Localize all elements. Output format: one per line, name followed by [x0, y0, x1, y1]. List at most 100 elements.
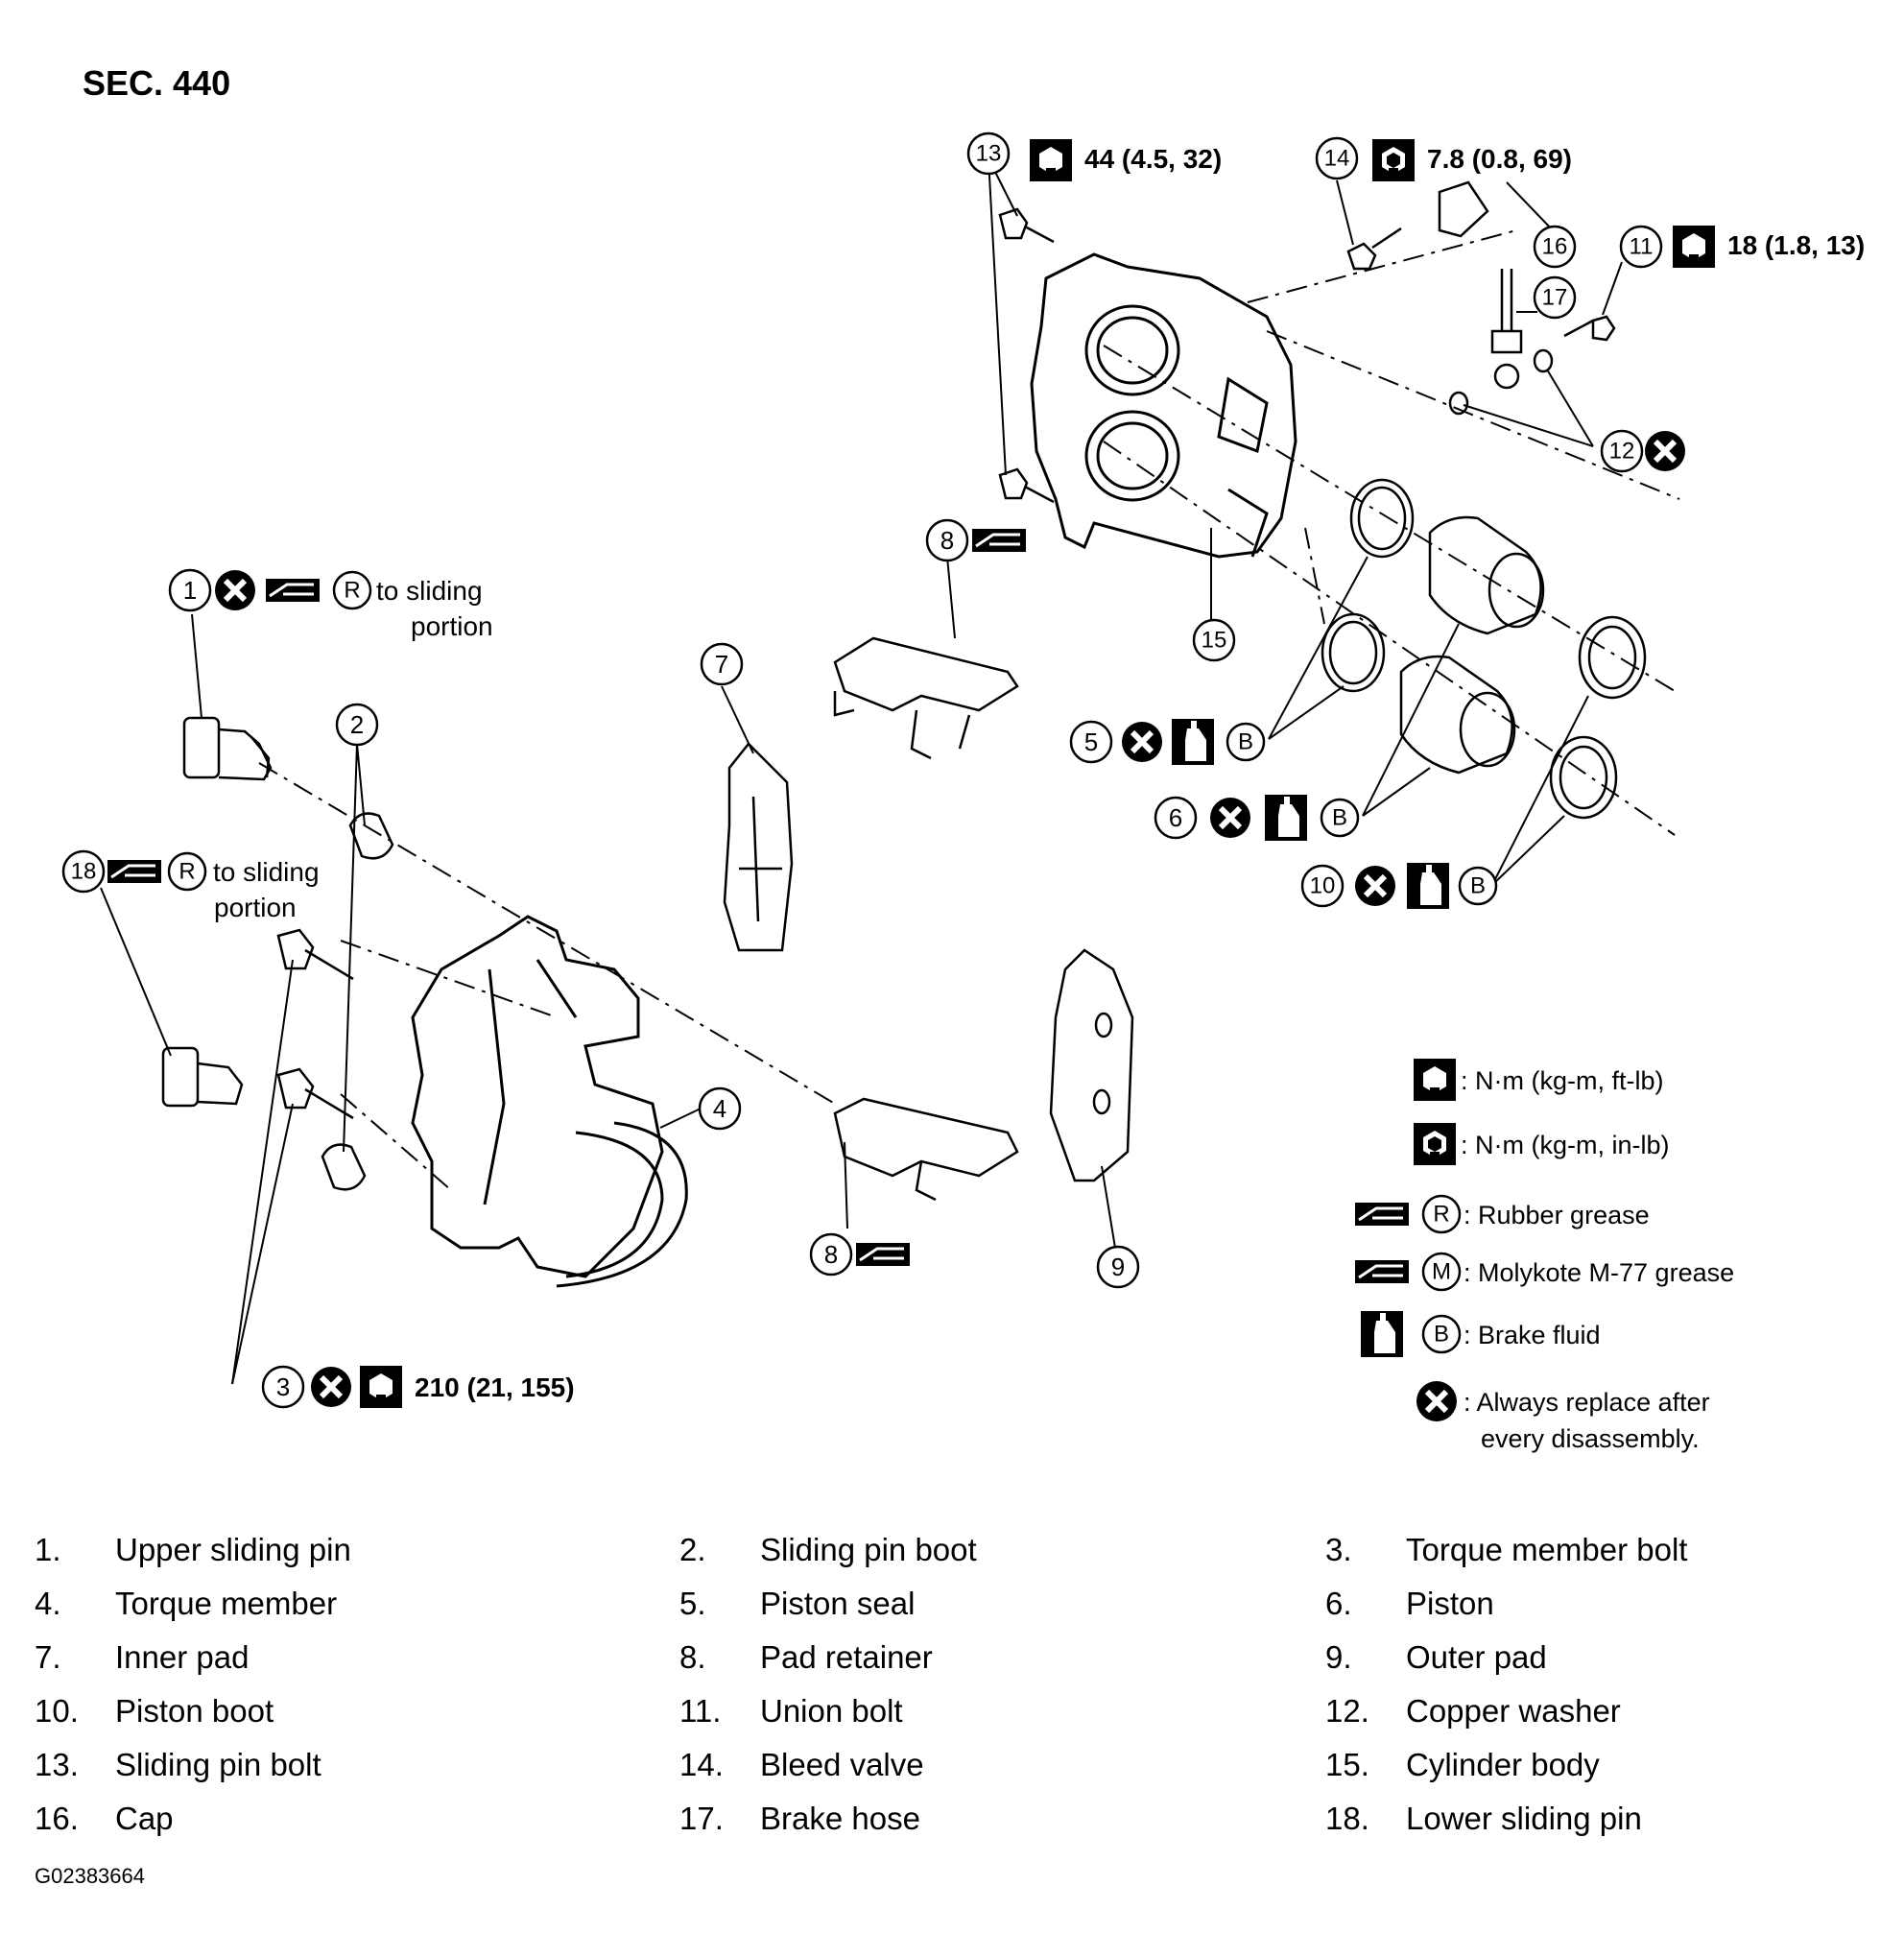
callout-8b: 8 — [824, 1240, 838, 1269]
rubber-grease-letter-icon — [1421, 1194, 1462, 1234]
rubber-grease-letter-icon — [167, 851, 207, 892]
callout-18: 18 — [71, 859, 97, 885]
torque-wrench-icon — [1414, 1059, 1456, 1101]
part-8: 8.Pad retainer — [679, 1639, 933, 1675]
torque-wrench-inlb-icon — [1414, 1123, 1456, 1165]
brake-fluid-icon — [1265, 795, 1307, 841]
brake-hose — [1490, 269, 1523, 390]
replace-icon — [1122, 722, 1162, 762]
torque-value-3: 210 (21, 155) — [415, 1372, 575, 1402]
note-18-line1: to sliding — [213, 857, 320, 887]
callout-2: 2 — [350, 710, 364, 739]
brake-fluid-letter-icon — [1458, 866, 1498, 906]
grease-icon — [854, 1241, 912, 1268]
note-1-line2: portion — [411, 611, 493, 641]
figure-id: G02383664 — [35, 1864, 145, 1888]
callout-circle-17 — [1533, 275, 1577, 320]
part-4: 4.Torque member — [35, 1586, 338, 1621]
legend-torque-ftlb: : N·m (kg-m, ft-lb) — [1461, 1066, 1663, 1095]
callout-6: 6 — [1169, 803, 1182, 832]
upper-sliding-pin — [182, 716, 273, 781]
molykote-letter-icon — [1421, 1252, 1462, 1292]
grease-icon — [106, 858, 163, 885]
symbol-letter-r: R — [344, 578, 360, 604]
sliding-pin-bolt — [998, 207, 1055, 504]
callout-circle-8b — [809, 1232, 853, 1277]
symbol-letter-b: B — [1332, 805, 1347, 831]
part-2: 2.Sliding pin boot — [679, 1532, 977, 1567]
callout-circle-13 — [966, 131, 1011, 176]
pad-retainer-lower — [833, 1097, 1019, 1202]
callout-3: 3 — [276, 1372, 290, 1401]
brake-caliper-exploded-diagram: 1 2 3 4 5 6 7 8 8 9 10 11 12 13 14 15 16… — [61, 131, 1865, 1453]
legend-replace-line1: : Always replace after — [1464, 1388, 1710, 1417]
brake-fluid-letter-icon — [1226, 722, 1266, 762]
callout-13: 13 — [976, 141, 1002, 167]
callout-circle-14 — [1315, 136, 1359, 180]
callout-circle-11 — [1619, 225, 1663, 269]
torque-member-bolt — [276, 928, 354, 1120]
callout-circle-2 — [335, 703, 379, 747]
grease-icon — [1353, 1258, 1411, 1285]
callout-10: 10 — [1310, 873, 1336, 899]
callout-circle-10 — [1300, 864, 1345, 908]
part-6: 6.Piston — [1325, 1586, 1494, 1621]
callout-15: 15 — [1202, 628, 1227, 654]
brake-fluid-icon — [1407, 863, 1449, 909]
replace-icon — [1210, 798, 1250, 838]
callout-circle-4 — [698, 1086, 742, 1131]
part-1: 1.Upper sliding pin — [35, 1532, 351, 1567]
sliding-pin-boot — [321, 812, 394, 1191]
part-12: 12.Copper washer — [1325, 1693, 1621, 1729]
part-3: 3.Torque member bolt — [1325, 1532, 1688, 1567]
part-16: 16.Cap — [35, 1801, 174, 1836]
copper-washer — [1448, 348, 1554, 416]
legend-brake-fluid: : Brake fluid — [1464, 1321, 1601, 1349]
callout-5: 5 — [1084, 728, 1098, 756]
callout-12: 12 — [1609, 439, 1635, 465]
pad-retainer-upper — [833, 636, 1019, 760]
callout-circle-15 — [1192, 618, 1236, 662]
callout-16: 16 — [1542, 234, 1568, 260]
callout-circle-1 — [168, 568, 212, 612]
callout-circle-18 — [61, 849, 106, 894]
callout-circle-3 — [261, 1365, 305, 1409]
brake-fluid-letter-icon — [1320, 798, 1360, 838]
legend: : N·m (kg-m, ft-lb) : N·m (kg-m, in-lb) … — [1353, 1059, 1734, 1453]
part-10: 10.Piston boot — [35, 1693, 274, 1729]
legend-torque-inlb: : N·m (kg-m, in-lb) — [1461, 1131, 1670, 1159]
part-13: 13.Sliding pin bolt — [35, 1747, 321, 1782]
replace-icon — [1355, 866, 1395, 906]
symbol-letter-b: B — [1238, 729, 1253, 755]
brake-fluid-icon — [1361, 1311, 1403, 1357]
piston — [1399, 515, 1545, 775]
symbol-letter-m: M — [1432, 1259, 1451, 1285]
part-15: 15.Cylinder body — [1325, 1747, 1600, 1782]
piston-seal — [1321, 478, 1415, 693]
legend-molykote: : Molykote M-77 grease — [1464, 1258, 1734, 1287]
symbol-letter-r: R — [1433, 1202, 1449, 1228]
part-9: 9.Outer pad — [1325, 1639, 1547, 1675]
replace-icon — [1645, 431, 1685, 471]
torque-value-11: 18 (1.8, 13) — [1727, 230, 1865, 260]
callout-circle-8a — [925, 518, 969, 562]
note-18-line2: portion — [214, 893, 297, 922]
outer-pad — [1049, 948, 1134, 1182]
replace-icon — [311, 1367, 351, 1407]
union-bolt — [1563, 315, 1616, 342]
cylinder-body — [1030, 252, 1297, 559]
symbol-letter-b: B — [1470, 873, 1486, 899]
callout-17: 17 — [1542, 285, 1568, 311]
callout-11: 11 — [1630, 234, 1654, 260]
brake-fluid-icon — [1172, 719, 1214, 765]
callout-4: 4 — [713, 1094, 726, 1123]
symbol-letter-r: R — [178, 859, 195, 885]
torque-wrench-icon — [1030, 139, 1072, 181]
replace-icon — [1416, 1381, 1457, 1421]
part-5: 5.Piston seal — [679, 1586, 916, 1621]
callout-circle-16 — [1533, 225, 1577, 269]
torque-value-14: 7.8 (0.8, 69) — [1427, 144, 1572, 174]
legend-replace-line2: every disassembly. — [1481, 1424, 1700, 1453]
torque-wrench-icon — [1673, 226, 1715, 268]
brake-fluid-letter-icon — [1421, 1314, 1462, 1354]
